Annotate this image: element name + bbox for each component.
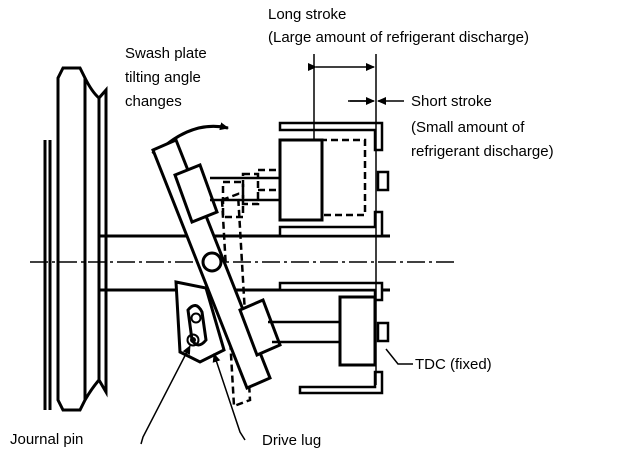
piston-upper bbox=[278, 138, 324, 222]
journal-pin-label: Journal pin bbox=[10, 431, 84, 448]
short-stroke-label: Short stroke bbox=[411, 93, 492, 110]
stroke-dimensions bbox=[308, 54, 404, 385]
long-stroke-label: Long stroke bbox=[268, 6, 347, 23]
swash-plate-label-line2: tilting angle bbox=[125, 69, 201, 86]
journal-pin bbox=[186, 312, 202, 347]
tdc-label: TDC (fixed) bbox=[415, 356, 492, 373]
swash-plate-label-line3: changes bbox=[125, 93, 182, 110]
short-stroke-description-line2: refrigerant discharge) bbox=[411, 143, 554, 160]
drive-lug-label: Drive lug bbox=[262, 432, 322, 449]
piston-rods bbox=[210, 176, 340, 344]
piston-lower bbox=[338, 295, 377, 367]
short-stroke-description-line1: (Small amount of bbox=[411, 119, 525, 136]
leader-lines bbox=[140, 345, 413, 445]
long-stroke-description: (Large amount of refrigerant discharge) bbox=[268, 29, 529, 46]
cylinder-block bbox=[278, 121, 390, 395]
swash-plate bbox=[151, 138, 282, 390]
swash-plate-label-line1: Swash plate bbox=[125, 45, 207, 62]
pulley bbox=[43, 66, 108, 412]
